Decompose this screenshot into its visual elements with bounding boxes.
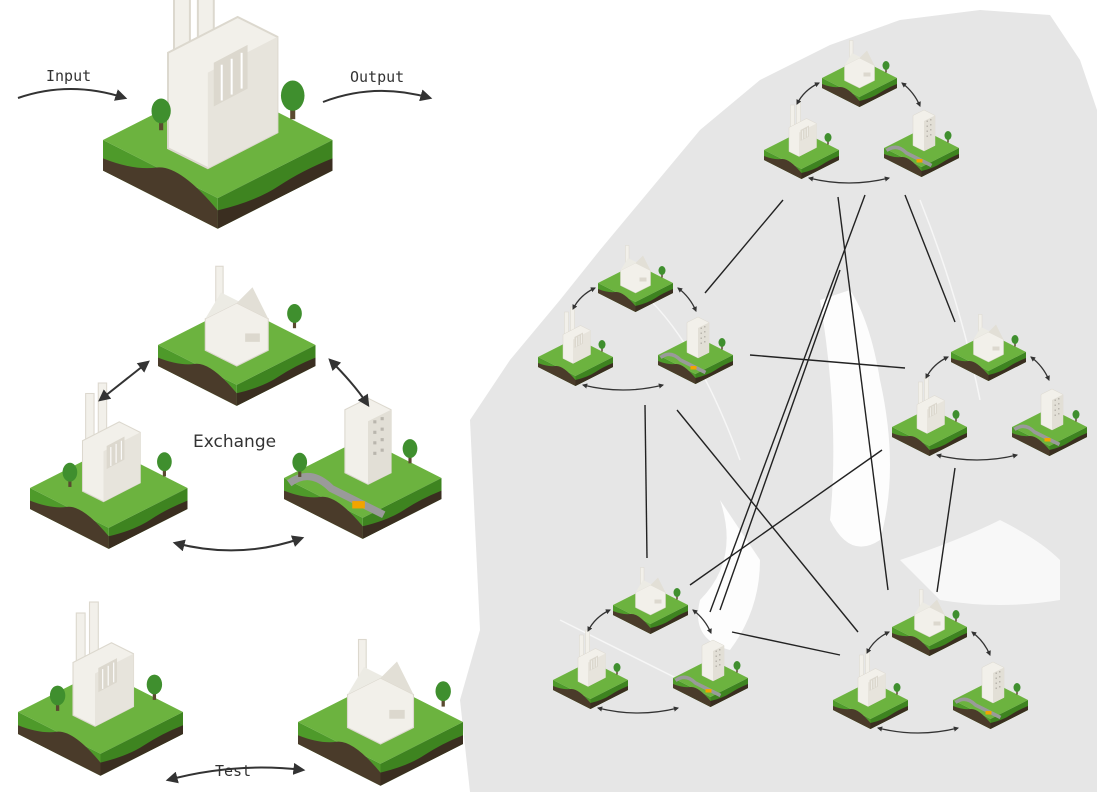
main-factory-tile xyxy=(103,0,333,229)
truck-icon xyxy=(705,689,712,693)
input-output-group: Input Output xyxy=(17,0,433,229)
double-arrow-icon xyxy=(692,609,712,634)
double-arrow-icon xyxy=(165,762,306,784)
double-arrow-icon xyxy=(866,631,890,654)
exchange-tile-left xyxy=(30,382,188,549)
double-arrow-icon xyxy=(935,453,1019,461)
double-arrow-icon xyxy=(1030,356,1050,381)
connection-line xyxy=(904,194,956,323)
map-tile-office xyxy=(673,639,748,707)
map-tile-office xyxy=(1012,388,1087,456)
office-building-icon xyxy=(981,661,1005,704)
test-label: Test xyxy=(215,762,251,780)
double-arrow-icon xyxy=(581,383,665,391)
exchange-label: Exchange xyxy=(193,432,276,452)
double-arrow-icon xyxy=(98,360,150,402)
connection-line xyxy=(731,631,841,656)
connection-line xyxy=(704,199,784,294)
connection-line xyxy=(719,269,841,611)
connection-line xyxy=(837,196,889,591)
connection-line xyxy=(749,354,906,369)
office-building-icon xyxy=(344,397,392,485)
office-building-icon xyxy=(701,639,725,682)
tree-icon xyxy=(435,681,451,707)
test-group: Test xyxy=(18,601,463,786)
truck-icon xyxy=(916,159,923,163)
connection-line xyxy=(676,409,859,633)
map-tile-office xyxy=(884,109,959,177)
truck-icon xyxy=(352,501,365,509)
output-label: Output xyxy=(350,68,404,86)
office-building-icon xyxy=(1040,388,1064,431)
connection-line xyxy=(689,449,883,586)
output-arrow xyxy=(322,89,433,103)
factory-icon xyxy=(72,601,135,727)
exchange-tile-top xyxy=(158,265,316,406)
truck-icon xyxy=(690,366,697,370)
input-label: Input xyxy=(46,67,91,85)
exchange-tile-right xyxy=(284,397,442,539)
factory-icon xyxy=(346,638,415,745)
test-tile-left xyxy=(18,601,183,776)
connection-line xyxy=(936,467,956,593)
office-building-icon xyxy=(686,316,710,359)
factory-icon xyxy=(81,382,141,503)
map-background xyxy=(460,10,1097,792)
double-arrow-icon xyxy=(796,82,820,105)
double-arrow-icon xyxy=(587,609,611,632)
double-arrow-icon xyxy=(807,176,891,184)
double-arrow-icon xyxy=(572,287,596,310)
input-arrow xyxy=(17,88,128,101)
double-arrow-icon xyxy=(328,358,370,408)
double-arrow-icon xyxy=(925,356,949,379)
exchange-group: Exchange xyxy=(30,265,442,552)
double-arrow-icon xyxy=(876,726,960,734)
truck-icon xyxy=(985,711,992,715)
truck-icon xyxy=(1044,438,1051,442)
tree-icon xyxy=(280,80,305,120)
connection-line xyxy=(644,404,648,559)
network-connections xyxy=(644,194,956,656)
map-tile-office xyxy=(658,316,733,384)
double-arrow-icon xyxy=(677,287,697,312)
test-tile-right xyxy=(298,638,463,786)
double-arrow-icon xyxy=(971,631,991,656)
factory-icon xyxy=(204,265,269,367)
map-tile-office xyxy=(953,661,1028,729)
connection-line xyxy=(709,194,866,613)
map-clusters xyxy=(538,40,1087,734)
office-building-icon xyxy=(912,109,936,152)
tree-icon xyxy=(287,304,302,329)
double-arrow-icon xyxy=(596,706,680,714)
double-arrow-icon xyxy=(901,82,921,107)
tree-icon xyxy=(157,452,172,477)
double-arrow-icon xyxy=(172,535,305,552)
